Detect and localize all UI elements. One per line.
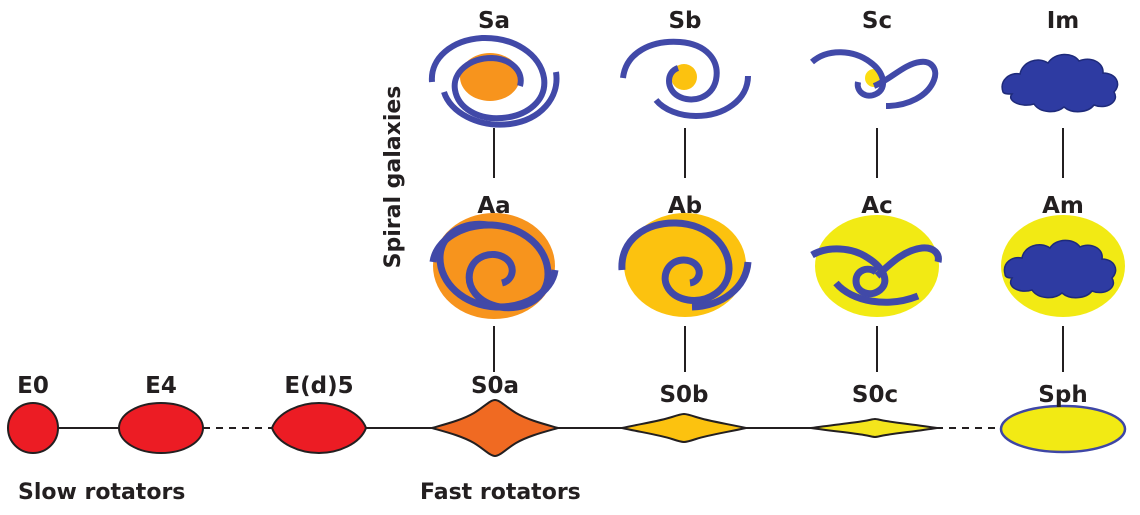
galaxy-s0c	[810, 417, 938, 439]
label-s0c: S0c	[852, 382, 898, 408]
top-row-galaxies	[428, 34, 1119, 128]
label-s0b: S0b	[659, 382, 708, 408]
label-ed5: E(d)5	[284, 373, 353, 399]
galaxy-sc	[810, 49, 939, 109]
middle-row-labels: Aa Ab Ac Am	[477, 193, 1084, 219]
galaxy-ab	[618, 213, 752, 317]
label-sc: Sc	[862, 8, 892, 34]
label-aa: Aa	[477, 193, 510, 219]
label-sph: Sph	[1038, 382, 1087, 408]
galaxy-im	[1001, 53, 1119, 113]
label-e4: E4	[145, 373, 177, 399]
galaxy-sa	[428, 34, 560, 128]
label-am: Am	[1042, 193, 1084, 219]
label-e0: E0	[17, 373, 49, 399]
label-s0a: S0a	[471, 373, 519, 399]
galaxy-am	[1001, 215, 1125, 317]
galaxy-sb	[620, 38, 751, 120]
galaxy-e0	[7, 402, 59, 454]
galaxy-ed5	[270, 401, 368, 455]
label-sb: Sb	[668, 8, 701, 34]
middle-row-galaxies	[429, 213, 1125, 319]
label-im: Im	[1047, 8, 1080, 34]
slow-rotators-label: Slow rotators	[18, 480, 185, 505]
galaxy-e4	[118, 402, 204, 454]
spiral-galaxies-axis-label: Spiral galaxies	[381, 86, 406, 269]
label-ab: Ab	[668, 193, 702, 219]
fast-rotators-label: Fast rotators	[420, 480, 581, 505]
bottom-row-labels: E0 E4 E(d)5 S0a S0b S0c Sph	[17, 373, 1088, 408]
galaxy-s0a	[428, 398, 562, 458]
top-row-labels: Sa Sb Sc Im	[478, 8, 1079, 34]
galaxy-s0b	[621, 412, 747, 444]
galaxy-aa	[429, 213, 559, 319]
label-ac: Ac	[861, 193, 892, 219]
label-sa: Sa	[478, 8, 510, 34]
bottom-row-galaxies	[7, 398, 1127, 458]
galaxy-ac	[810, 215, 942, 317]
vertical-connectors	[493, 128, 1064, 372]
galaxy-sph	[999, 404, 1127, 454]
